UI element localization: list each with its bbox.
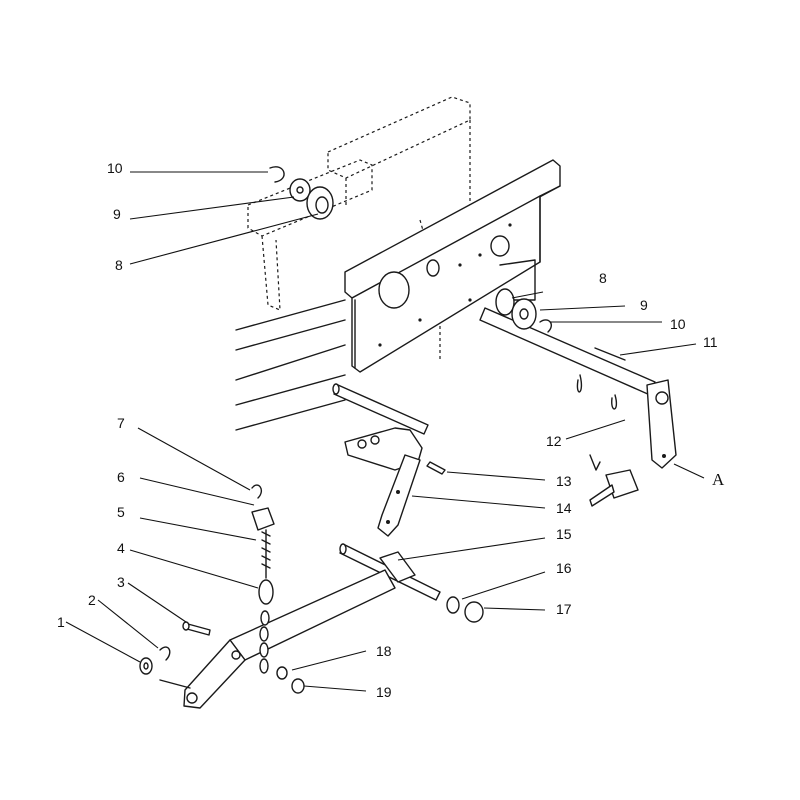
reference-letter-a: A bbox=[712, 470, 725, 489]
callout-9-left: 9 bbox=[113, 206, 121, 222]
shaft-arm bbox=[646, 379, 677, 469]
right-bushing-stack bbox=[495, 288, 618, 410]
callout-7: 7 bbox=[117, 415, 125, 431]
callout-5: 5 bbox=[117, 504, 125, 520]
leader-lines bbox=[65, 171, 705, 692]
hardware bbox=[139, 596, 484, 694]
pin-13 bbox=[426, 461, 446, 475]
cross-rod bbox=[332, 383, 429, 435]
callout-9-right: 9 bbox=[640, 297, 648, 313]
callout-6: 6 bbox=[117, 469, 125, 485]
callout-8-left: 8 bbox=[115, 257, 123, 273]
callout-2: 2 bbox=[88, 592, 96, 608]
callout-10-left: 10 bbox=[107, 160, 123, 176]
frame-large-hole bbox=[378, 271, 410, 309]
bellcrank-14 bbox=[344, 427, 446, 537]
frame-plate bbox=[235, 159, 561, 431]
lift-lever bbox=[159, 569, 396, 709]
callout-17: 17 bbox=[556, 601, 572, 617]
callout-4: 4 bbox=[117, 540, 125, 556]
callout-18: 18 bbox=[376, 643, 392, 659]
callout-14: 14 bbox=[556, 500, 572, 516]
callout-3: 3 bbox=[117, 574, 125, 590]
right-shaft-11 bbox=[479, 307, 677, 469]
callout-15: 15 bbox=[556, 526, 572, 542]
lift-shaft-15 bbox=[339, 543, 441, 601]
callout-13: 13 bbox=[556, 473, 572, 489]
callout-10-right: 10 bbox=[670, 316, 686, 332]
callout-19: 19 bbox=[376, 684, 392, 700]
chain-assembly bbox=[251, 484, 275, 674]
callout-8-right: 8 bbox=[599, 270, 607, 286]
callout-11: 11 bbox=[703, 334, 718, 350]
left-bushing-stack bbox=[269, 166, 334, 220]
clevis-12 bbox=[589, 454, 639, 507]
callout-1: 1 bbox=[57, 614, 65, 630]
callout-16: 16 bbox=[556, 560, 572, 576]
callout-labels: 10 9 8 8 9 10 11 12 13 14 15 16 17 18 19… bbox=[57, 160, 725, 700]
callout-12: 12 bbox=[546, 433, 562, 449]
